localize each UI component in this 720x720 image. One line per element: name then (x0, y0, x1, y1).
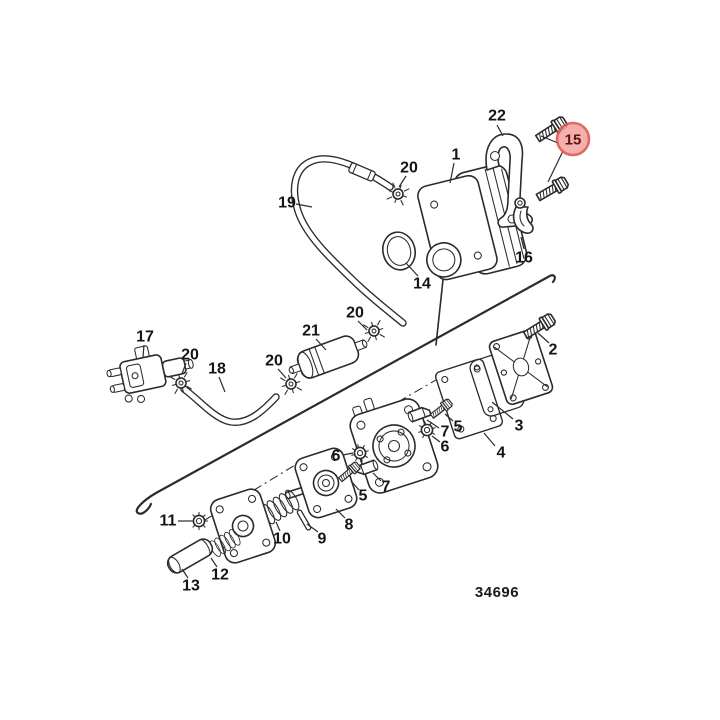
diagram-art (106, 114, 571, 574)
leader-line-22 (496, 124, 504, 137)
callout-17: 17 (136, 329, 154, 346)
highlight-circle[interactable] (555, 121, 591, 157)
leader-line-20 (181, 362, 187, 375)
leader-line-20 (277, 368, 287, 379)
bolt-2 (520, 311, 558, 342)
leader-line-1 (449, 162, 455, 184)
hose-18 (180, 385, 280, 427)
leader-line-21 (315, 338, 327, 351)
callout-9: 9 (318, 531, 327, 548)
flange-8 (285, 447, 358, 519)
leader-line-6 (431, 435, 441, 443)
leader-line-20 (357, 320, 368, 331)
callout-1: 1 (452, 147, 461, 164)
fuel-pump (417, 164, 528, 281)
reference-line (135, 274, 556, 515)
clamp-20-filter-right (362, 319, 386, 343)
callout-numbers: 1234556677891011121314161718192020202021… (136, 108, 557, 595)
highlight-circle-part-15[interactable]: 15 (555, 121, 591, 157)
drawing-number: 34696 (475, 584, 519, 601)
callout-8: 8 (345, 517, 354, 534)
leader-line-18 (218, 376, 226, 393)
callout-20: 20 (265, 353, 283, 370)
leader-line-15 (540, 135, 559, 144)
callout-21: 21 (302, 323, 320, 340)
callout-11: 11 (160, 513, 177, 530)
leader-line-4 (483, 432, 496, 447)
callout-20: 20 (346, 305, 364, 322)
bracket-22 (485, 133, 533, 228)
callout-5: 5 (359, 488, 368, 505)
callout-12: 12 (211, 567, 229, 584)
plate-4 (435, 358, 503, 440)
callout-16: 16 (515, 250, 533, 267)
callout-20: 20 (400, 160, 418, 177)
leader-line-7 (426, 419, 440, 429)
fuel-filter-21 (288, 335, 368, 379)
clamp-20-filter-left (279, 372, 303, 396)
leader-line-2 (537, 332, 550, 344)
leader-line-10 (275, 521, 281, 532)
leader-line-16 (520, 236, 525, 250)
cover-plate (488, 328, 554, 406)
leader-line-5 (350, 480, 360, 491)
callout-6: 6 (332, 448, 341, 465)
clamp-bracket-16 (512, 197, 534, 234)
leader-lines (142, 124, 564, 579)
callout-14: 14 (413, 276, 431, 293)
bolt-15b (533, 174, 571, 205)
leader-line-6 (342, 452, 354, 456)
hose-fitting (348, 162, 376, 182)
callout-4: 4 (497, 445, 506, 462)
callout-22: 22 (488, 108, 506, 125)
fuel-valve-17 (106, 345, 194, 404)
callout-20: 20 (181, 347, 199, 364)
leader-line-17 (142, 344, 145, 358)
callout-13: 13 (182, 578, 200, 595)
leader-line-13 (181, 568, 189, 579)
leader-line-5 (444, 413, 454, 422)
leader-line-15 (547, 150, 564, 183)
o-ring-14 (382, 231, 416, 271)
nut-11 (189, 511, 209, 531)
leader-line-3 (491, 401, 514, 420)
hose-19 (290, 155, 407, 327)
leader-line-19 (295, 203, 313, 208)
highlighted-callout-15[interactable]: 15 (565, 132, 582, 149)
leader-line-12 (210, 557, 218, 568)
callout-2: 2 (549, 342, 558, 359)
pump-body (349, 397, 439, 494)
leader-line-7 (372, 472, 382, 482)
callout-7: 7 (382, 479, 391, 496)
leader-line-14 (405, 262, 419, 277)
leader-line-9 (306, 523, 319, 533)
plunger-13 (166, 538, 214, 574)
callout-7: 7 (441, 424, 450, 441)
callout-6: 6 (441, 439, 450, 456)
leader-line-20 (398, 175, 407, 188)
callout-3: 3 (515, 418, 524, 435)
callout-5: 5 (454, 419, 463, 436)
callout-19: 19 (278, 195, 296, 212)
leader-line-8 (335, 508, 346, 519)
end-cap (209, 488, 277, 564)
callout-18: 18 (208, 361, 226, 378)
callout-10: 10 (273, 531, 291, 548)
